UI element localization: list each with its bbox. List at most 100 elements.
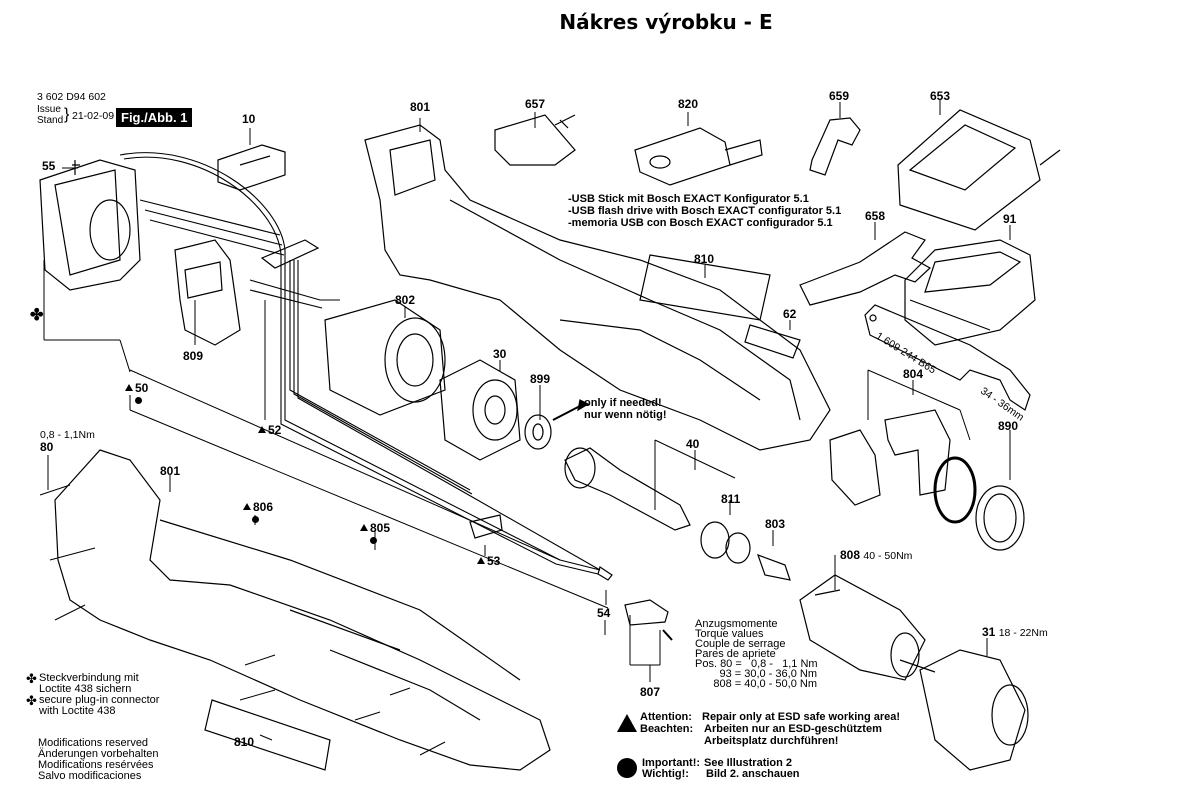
part-label: 10 — [242, 112, 256, 126]
part-label: 653 — [930, 89, 951, 103]
key-657-pin — [554, 114, 576, 129]
important-dot — [252, 516, 259, 523]
washer-899 — [524, 414, 552, 450]
part-label-806: 806 — [243, 501, 273, 513]
part-label: 62 — [783, 307, 797, 321]
part-label: 659 — [829, 89, 850, 103]
issue-date: 21-02-09 — [72, 110, 115, 122]
important-dot-icon — [617, 758, 637, 778]
part-label: 804 — [903, 367, 924, 381]
usb-note-line: -USB Stick mit Bosch EXACT Konfigurator … — [568, 193, 809, 205]
contact-plate — [260, 239, 320, 269]
torque-line: Pos. 80 = 0,8 - 1,1 Nm — [695, 658, 818, 670]
part-label: 53 — [487, 554, 501, 568]
part-label: 807 — [640, 685, 661, 699]
part-label-50: 50 — [125, 382, 148, 394]
esd-triangle-icon — [243, 503, 251, 510]
wire-harness — [119, 152, 601, 575]
part-31 — [899, 649, 1029, 771]
part-label: 54 — [597, 606, 611, 620]
part-label: 808 — [840, 548, 861, 562]
part-label: 811 — [721, 492, 741, 506]
housing-801-bottom — [54, 449, 551, 771]
brace: } — [64, 106, 70, 123]
part-label: 810 — [694, 252, 715, 266]
plug-connector-icon: ✤ — [26, 671, 37, 686]
part-label-805: 805 — [360, 522, 390, 534]
arrow-line — [552, 405, 581, 421]
label-810-top — [639, 254, 771, 321]
torque-line: Anzugsmomente — [695, 618, 778, 630]
loctite-line: secure plug-in connector — [39, 694, 160, 706]
usb-note-line: -memoria USB con Bosch EXACT configurado… — [568, 217, 833, 229]
important-text: See Illustration 2 — [704, 757, 793, 769]
usb-note-line: -USB flash drive with Bosch EXACT config… — [568, 205, 842, 217]
spring-803 — [757, 553, 791, 581]
o-ring — [933, 456, 977, 524]
screws — [39, 484, 446, 756]
plug-connector-icon: ✤ — [26, 693, 37, 708]
part-number: 3 602 D94 602 — [37, 91, 106, 103]
part-label: 91 — [1003, 212, 1017, 226]
housing-801-top — [364, 124, 831, 451]
clip-659 — [809, 117, 861, 176]
important-label: Important!: — [642, 757, 701, 769]
usb-stick-820 — [634, 127, 763, 186]
torque-line: Torque values — [695, 628, 764, 640]
esd-triangle-icon — [125, 384, 133, 391]
loctite-line: with Loctite 438 — [39, 705, 116, 717]
motor-802 — [324, 299, 446, 416]
beachten-label: Beachten: — [640, 723, 694, 735]
torque-line: Pares de apriete — [695, 648, 776, 660]
modifications-line: Änderungen vorbehalten — [38, 748, 159, 760]
part-label: 801 — [160, 464, 181, 478]
part-label: 55 — [42, 159, 56, 173]
cover-807 — [624, 599, 669, 626]
attention-text: Repair only at ESD safe working area! — [702, 711, 901, 723]
part-label: 899 — [530, 372, 551, 386]
angle-head-808 — [799, 574, 926, 681]
esd-triangle-icon — [360, 524, 368, 531]
part-label: 802 — [395, 293, 416, 307]
part-label: 820 — [678, 97, 699, 111]
bearing-811-b — [725, 532, 751, 564]
torque-note: 40 - 50Nm — [863, 550, 913, 562]
wichtig-text: Bild 2. anschauen — [706, 768, 800, 780]
beachten-text: Arbeiten nur an ESD-geschütztem — [704, 723, 882, 735]
important-dot — [135, 397, 142, 404]
charger-653 — [897, 109, 1061, 231]
part-label: 658 — [865, 209, 886, 223]
part-label: 31 — [982, 625, 996, 639]
shaft-40 — [564, 447, 691, 531]
modifications-line: Modifications resérvées — [38, 759, 154, 771]
part-label: 809 — [183, 349, 204, 363]
plate-62 — [744, 324, 801, 359]
part-label: 810 — [234, 735, 255, 749]
washer-note-line: nur wenn nötig! — [584, 409, 667, 421]
battery-91 — [904, 239, 1036, 346]
esd-warning-triangle-icon — [617, 714, 637, 732]
clamp-804-b — [884, 409, 951, 496]
part-label: 805 — [370, 521, 391, 535]
esd-triangle-icon — [477, 557, 485, 564]
beachten-text: Arbeitsplatz durchführen! — [704, 735, 839, 747]
led-54 — [597, 566, 613, 581]
battery-connector-housing — [39, 159, 141, 291]
part-label: 50 — [135, 381, 149, 395]
wrench-658 — [799, 231, 932, 306]
page-title: Nákres výrobku - E — [559, 10, 773, 34]
plug-connector-symbol: ✤ — [30, 307, 44, 324]
part-label-808: 808 40 - 50Nm — [840, 549, 912, 562]
important-dot — [370, 537, 377, 544]
esd-triangle-icon — [258, 426, 266, 433]
washer-note-line: only if needed! — [584, 397, 662, 409]
part-label: 657 — [525, 97, 546, 111]
torque-line: Couple de serrage — [695, 638, 786, 650]
key-657 — [494, 114, 576, 166]
leader-lines — [43, 100, 1011, 741]
part-label-53: 53 — [477, 555, 500, 567]
switch-809 — [174, 239, 241, 346]
part-label: 52 — [268, 423, 282, 437]
gear-30 — [439, 359, 521, 461]
